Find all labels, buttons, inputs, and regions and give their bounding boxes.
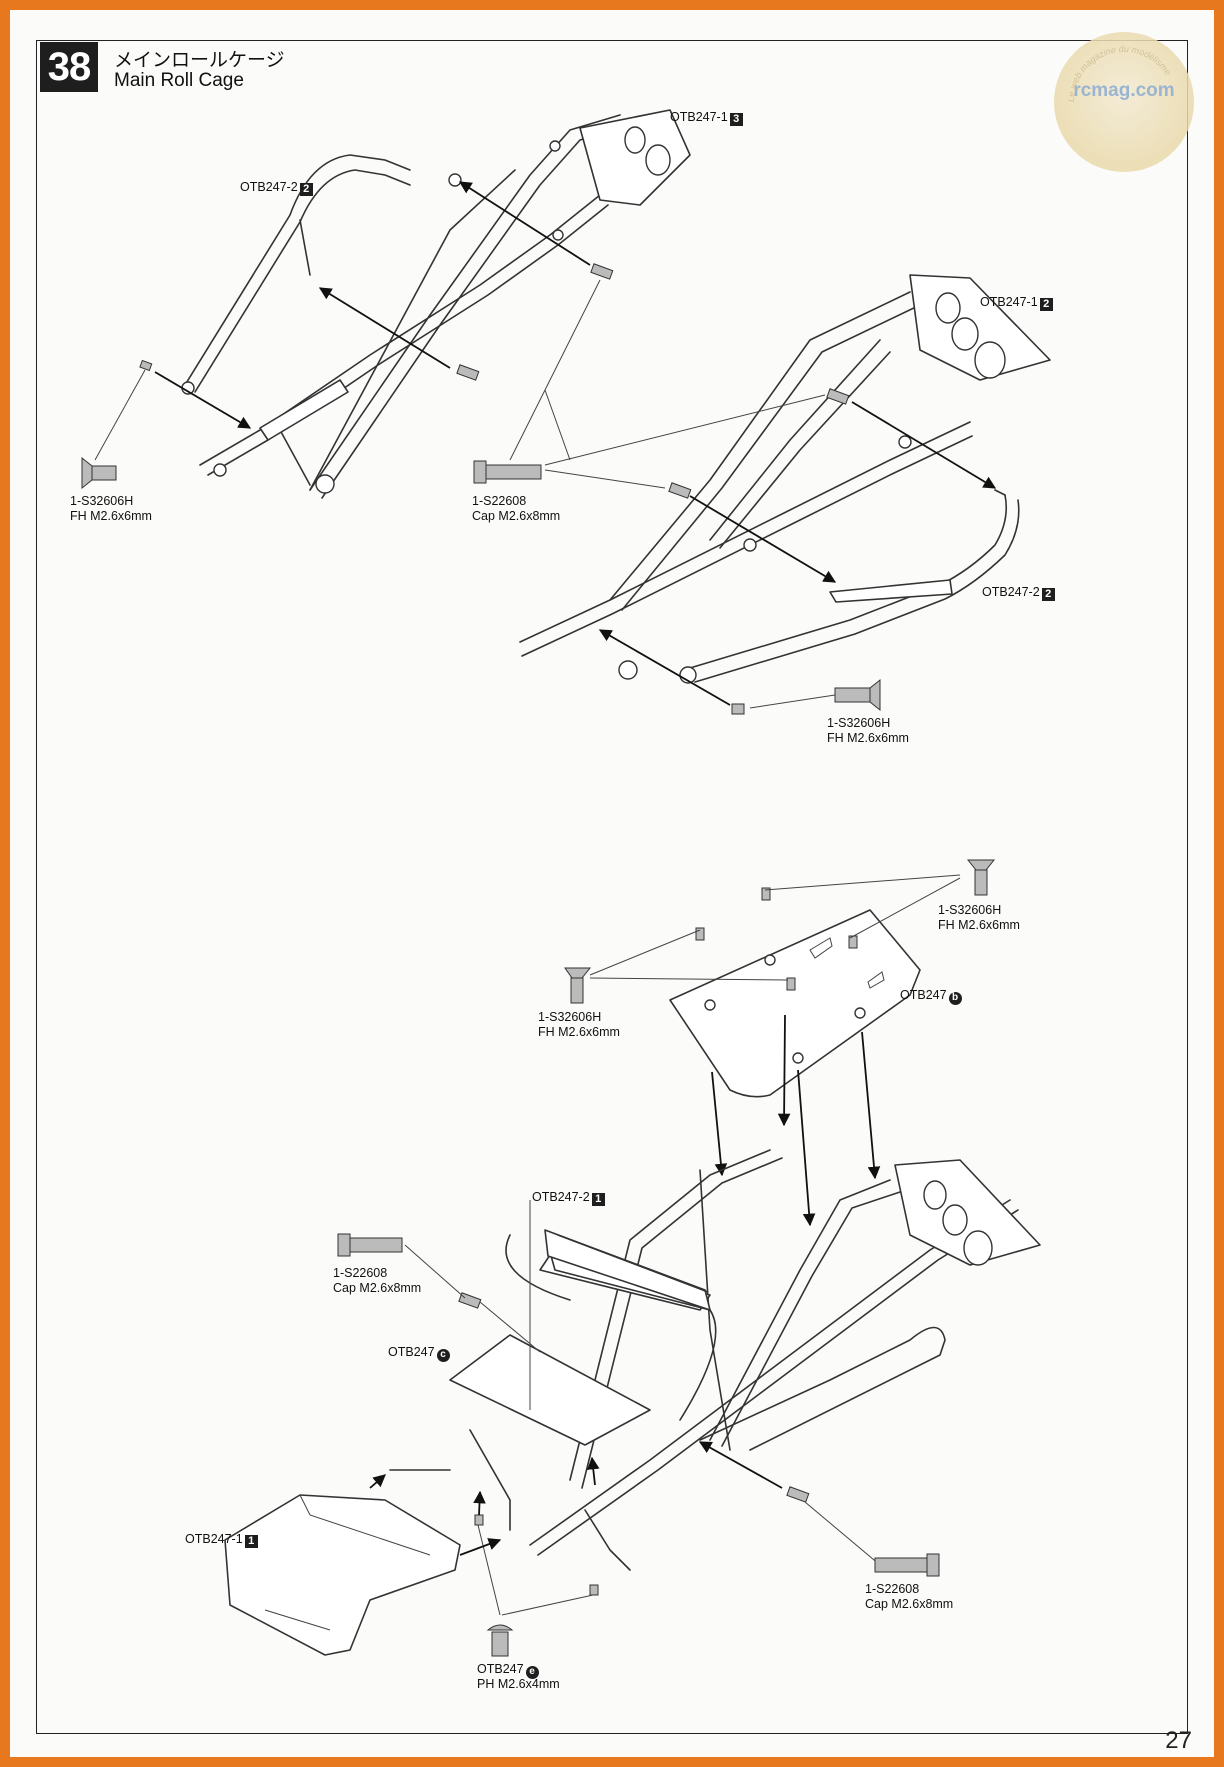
step-title-jp: メインロールケージ: [114, 50, 285, 71]
screw-desc: PH M2.6x4mm: [477, 1677, 560, 1691]
part-tag: 2: [299, 183, 313, 196]
watermark-arc-text: Le web magazine du modélisme: [1066, 44, 1173, 102]
cage-diagram-3: [224, 859, 1041, 1657]
part-code: OTB247-2: [532, 1190, 590, 1204]
part-tag: 2: [1041, 588, 1055, 601]
part-code: OTB247: [388, 1345, 435, 1359]
screw-desc: FH M2.6x6mm: [538, 1025, 620, 1039]
part-code: OTB247-1: [185, 1532, 243, 1546]
manual-page: rcmag.com Le web magazine du modélisme 3…: [10, 10, 1214, 1757]
screw-desc: FH M2.6x6mm: [938, 918, 1020, 932]
screw-desc: FH M2.6x6mm: [827, 731, 909, 745]
part-code: OTB247-2: [240, 180, 298, 194]
screw-desc: FH M2.6x6mm: [70, 509, 152, 523]
screw-code: 1-S32606H: [538, 1010, 602, 1024]
part-code: OTB247-1: [980, 295, 1038, 309]
screw-code: 1-S32606H: [827, 716, 891, 730]
screw-code: 1-S32606H: [938, 903, 1002, 917]
part-code: OTB247: [900, 988, 947, 1002]
screw-label: PH M2.6x4mm: [477, 1677, 560, 1692]
part-tag: 3: [729, 113, 743, 126]
part-code: OTB247-2: [982, 585, 1040, 599]
rcmag-watermark: rcmag.com Le web magazine du modélisme: [1054, 32, 1194, 172]
part-tag: 1: [591, 1193, 605, 1206]
part-tag: 2: [1039, 298, 1053, 311]
watermark-text: rcmag.com: [1073, 80, 1175, 101]
part-tag: b: [948, 992, 962, 1005]
step-number: 38: [40, 42, 98, 92]
part-tag: 1: [244, 1535, 258, 1548]
part-code: OTB247-1: [670, 110, 728, 124]
watermark-arc: Le web magazine du modélisme: [1066, 44, 1173, 102]
screw-code: 1-S22608: [865, 1582, 920, 1596]
screw-desc: Cap M2.6x8mm: [472, 509, 561, 523]
svg-text:Le web magazine du modélisme: Le web magazine du modélisme: [1066, 44, 1173, 102]
assembly-drawing: [81, 109, 1051, 1657]
step-title-en: Main Roll Cage: [114, 70, 244, 91]
part-tag: e: [525, 1666, 539, 1679]
part-tag: c: [436, 1349, 450, 1362]
part-code: OTB247: [477, 1662, 524, 1676]
page-frame: [36, 40, 1188, 1734]
screw-code: 1-S32606H: [70, 494, 134, 508]
screw-code: 1-S22608: [472, 494, 527, 508]
page-number: 27: [1165, 1727, 1192, 1754]
cage-diagram-1: [81, 109, 691, 499]
screw-desc: Cap M2.6x8mm: [333, 1281, 422, 1295]
screw-code: 1-S22608: [333, 1266, 388, 1280]
cage-diagram-2: [519, 274, 1051, 715]
screw-desc: Cap M2.6x8mm: [865, 1597, 954, 1611]
